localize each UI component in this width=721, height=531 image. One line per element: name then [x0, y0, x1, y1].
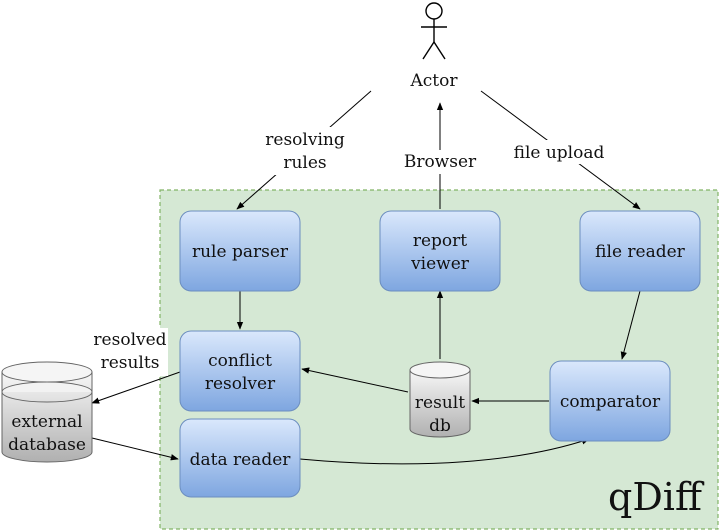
edge-labels: resolving rules Browser file upload reso… — [90, 127, 608, 376]
result-db-label-line2: db — [429, 416, 451, 436]
edge-label-results: results — [101, 353, 160, 373]
actor-icon — [421, 2, 447, 60]
node-comparator: comparator — [549, 360, 671, 442]
report-viewer-label-line2: viewer — [410, 254, 470, 274]
edge-result-db-to-conflict-resolver — [301, 367, 409, 393]
external-database-label-line2: database — [8, 435, 86, 455]
external-database-label-line1: external — [11, 412, 82, 432]
edge-label-rules: rules — [283, 153, 326, 173]
report-viewer-label-line1: report — [413, 231, 467, 251]
edge-label-browser: Browser — [404, 152, 477, 172]
actor-label: Actor — [410, 71, 459, 91]
edge-conflict-resolver-to-external-database — [91, 371, 181, 404]
comparator-label: comparator — [560, 392, 661, 412]
node-conflict-resolver: conflict resolver — [179, 330, 301, 412]
edge-label-resolved: resolved — [93, 330, 166, 350]
edge-file-reader-to-comparator — [620, 290, 641, 360]
edge-label-file-upload: file upload — [514, 143, 605, 163]
rule-parser-label: rule parser — [192, 242, 289, 262]
node-rule-parser: rule parser — [179, 210, 301, 292]
node-result-db: result db — [409, 361, 471, 438]
file-reader-label: file reader — [595, 242, 686, 262]
qdiff-label: qDiff — [608, 475, 705, 519]
conflict-resolver-label-line1: conflict — [208, 351, 272, 371]
result-db-label-line1: result — [415, 393, 465, 413]
node-report-viewer: report viewer — [379, 210, 501, 292]
node-data-reader: data reader — [179, 418, 301, 498]
edge-data-reader-to-comparator — [299, 438, 590, 465]
edge-label-resolving: resolving — [265, 130, 345, 150]
edge-external-database-to-data-reader — [91, 437, 179, 461]
conflict-resolver-label-line2: resolver — [205, 374, 276, 394]
node-file-reader: file reader — [579, 210, 701, 292]
node-external-database: external database — [1, 361, 93, 463]
actor: Actor — [410, 2, 459, 91]
data-reader-label: data reader — [190, 450, 292, 470]
